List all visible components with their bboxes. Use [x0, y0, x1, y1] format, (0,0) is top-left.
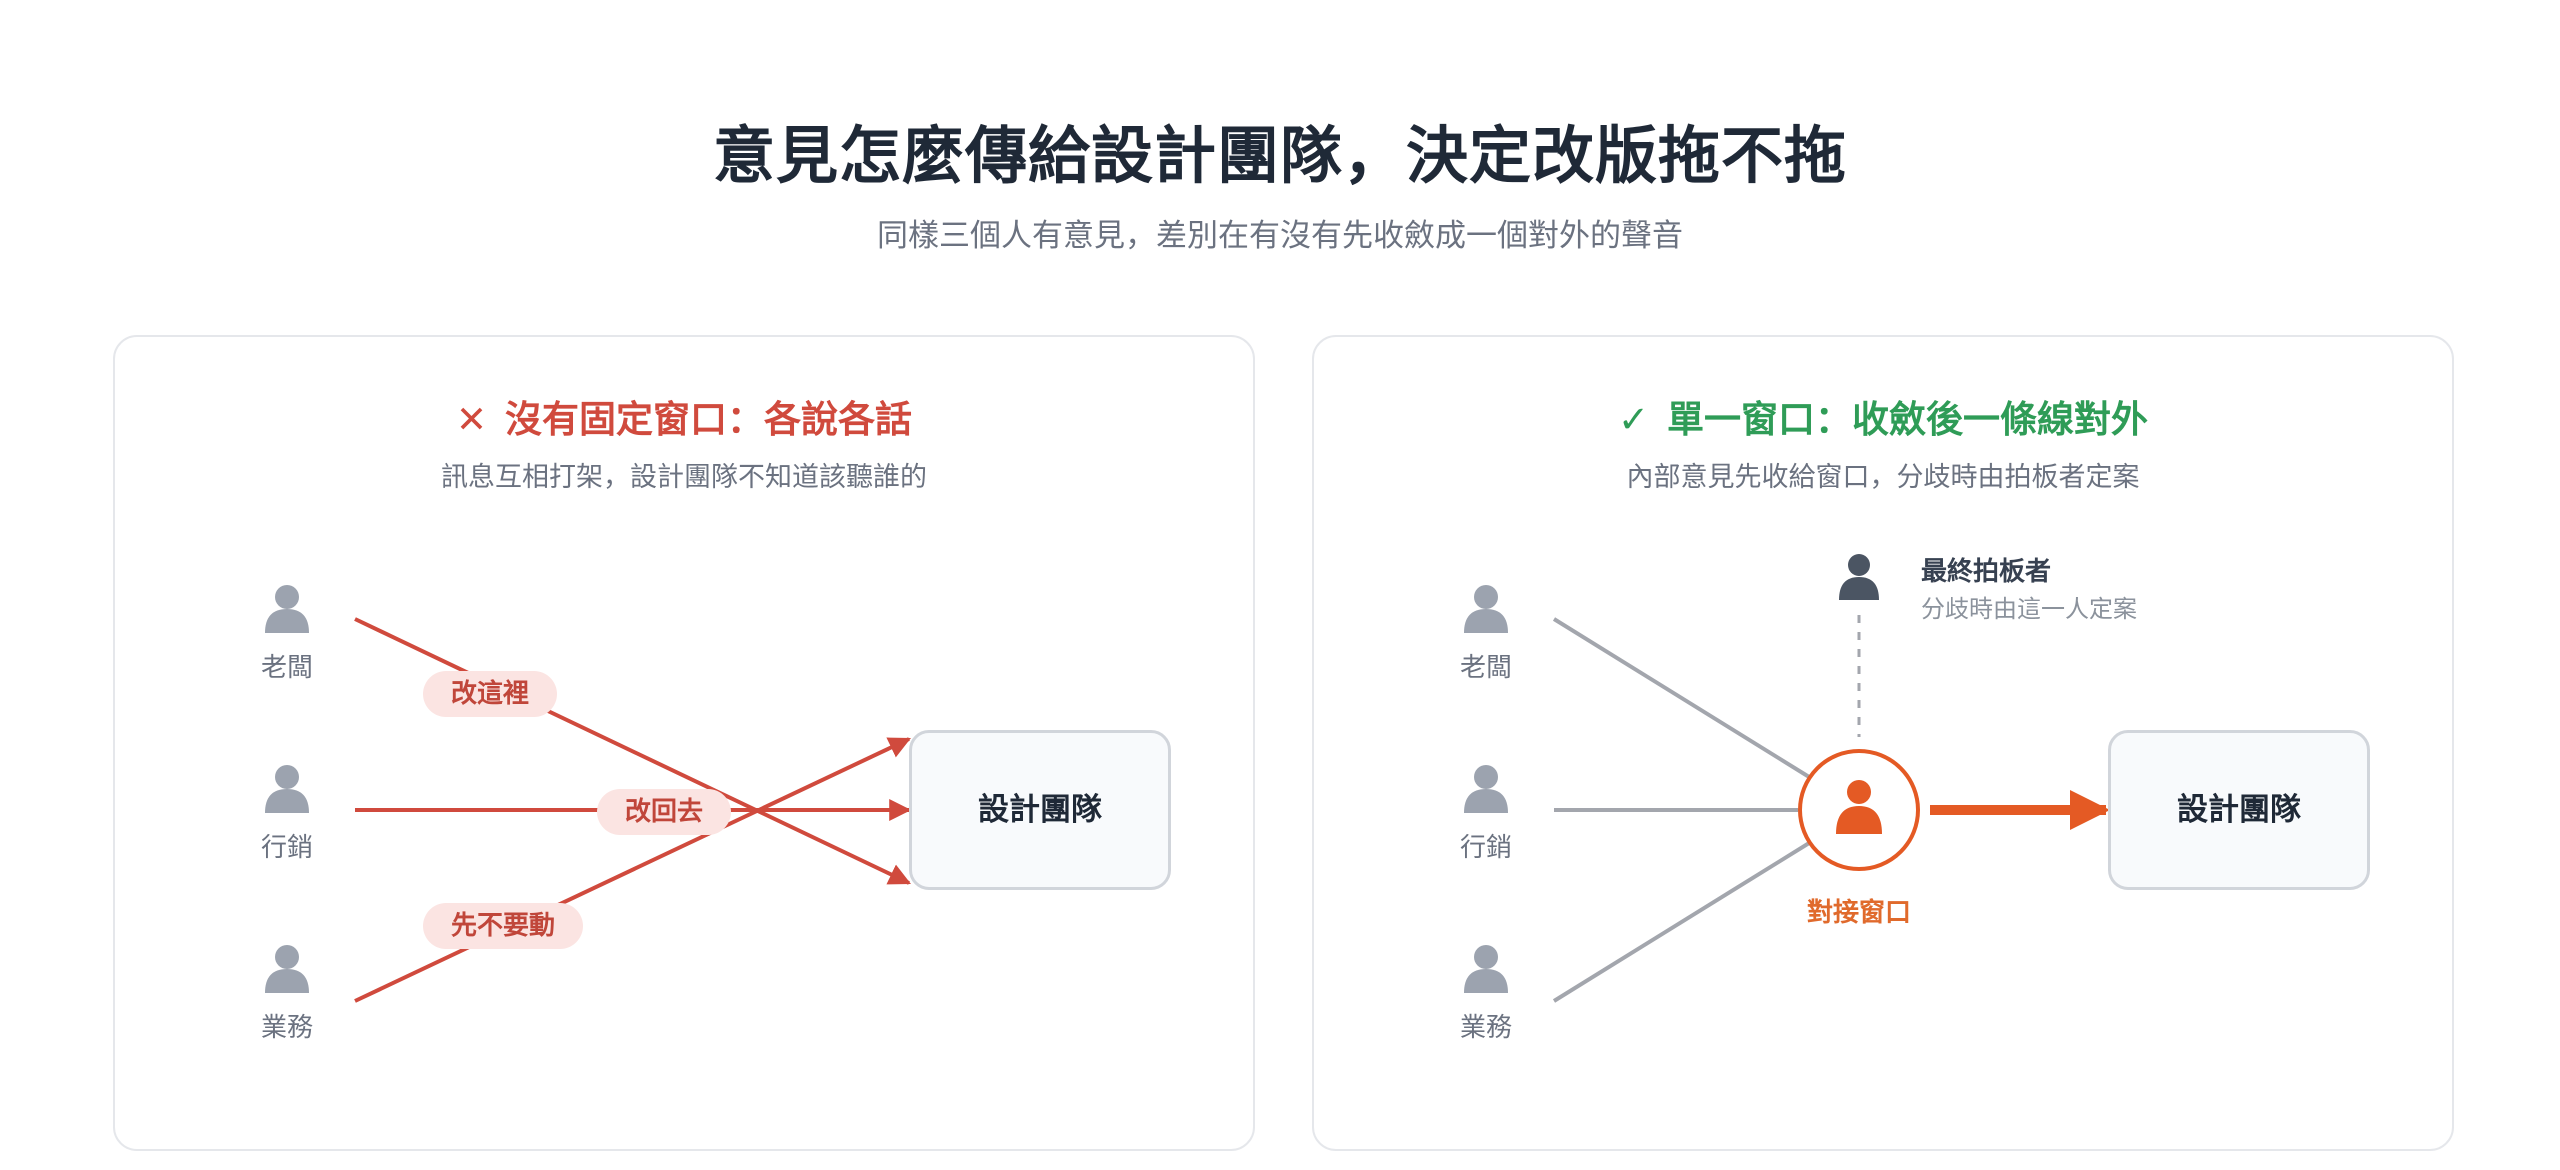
decider-note: 分歧時由這一人定案 [1921, 595, 2137, 623]
window-node [1798, 749, 1920, 871]
right-flow-diagram [1464, 554, 2110, 1003]
message-pill-hold-off: 先不要動 [423, 903, 584, 949]
line-sales-to-window [1552, 838, 1816, 1003]
design-team-box: 設計團隊 [2108, 730, 2370, 890]
panel-single-window: ✓ 單一窗口：收斂後一條線對外 內部意見先收給窗口，分歧時由拍板者定案 老闆 行銷… [1312, 335, 2454, 1151]
person-icon-window [1836, 780, 1882, 834]
decider-name: 最終拍板者 [1921, 557, 2052, 587]
arrow-sales-to-team [354, 737, 911, 1003]
person-label-sales: 業務 [1459, 1013, 1512, 1043]
left-flow-diagram [265, 585, 912, 1003]
person-icon-boss [265, 585, 309, 633]
panel-no-fixed-window: ✕ 沒有固定窗口：各說各話 訊息互相打架，設計團隊不知道該聽誰的 老闆 行銷 業務… [113, 335, 1255, 1151]
page-title: 意見怎麼傳給設計團隊，決定改版拖不拖 [712, 119, 1847, 192]
window-label: 對接窗口 [1806, 898, 1911, 928]
person-icon-marketing [265, 765, 309, 813]
person-icon-marketing [1464, 765, 1508, 813]
right-panel-title-text: 單一窗口：收斂後一條線對外 [1667, 398, 2148, 441]
person-icon-decider [1839, 554, 1879, 600]
right-panel-title: ✓ 單一窗口：收斂後一條線對外 [1314, 389, 2452, 443]
message-pill-change-here: 改這裡 [423, 671, 558, 717]
left-panel-subtitle: 訊息互相打架，設計團隊不知道該聽誰的 [441, 462, 927, 493]
message-pill-change-back: 改回去 [597, 789, 732, 835]
person-label-marketing: 行銷 [260, 833, 313, 863]
person-label-boss: 老闆 [260, 653, 313, 683]
left-panel-title: ✕ 沒有固定窗口：各說各話 [115, 389, 1253, 443]
left-panel-title-text: 沒有固定窗口：各說各話 [505, 398, 912, 441]
page-subtitle: 同樣三個人有意見，差別在有沒有先收斂成一個對外的聲音 [877, 218, 1683, 254]
person-icon-boss [1464, 585, 1508, 633]
person-label-sales: 業務 [260, 1013, 313, 1043]
design-team-box: 設計團隊 [909, 730, 1171, 890]
right-panel-subtitle: 內部意見先收給窗口，分歧時由拍板者定案 [1626, 462, 2140, 493]
line-boss-to-window [1552, 617, 1816, 782]
arrow-boss-to-team [354, 617, 911, 885]
person-icon-sales [265, 945, 309, 993]
check-icon: ✓ [1617, 398, 1649, 441]
person-icon-sales [1464, 945, 1508, 993]
cross-icon: ✕ [455, 398, 487, 441]
person-label-boss: 老闆 [1459, 653, 1512, 683]
person-label-marketing: 行銷 [1459, 833, 1512, 863]
